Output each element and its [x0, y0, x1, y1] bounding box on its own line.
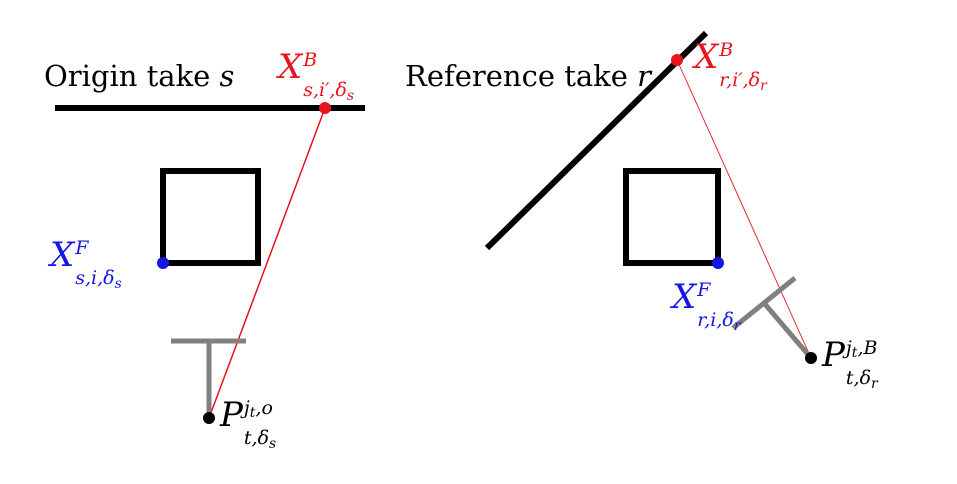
origin-xb-point: [319, 102, 331, 114]
reference-xf-subsub: r: [733, 317, 741, 334]
origin-p-sup: j: [243, 397, 250, 419]
origin-xf-point: [157, 257, 169, 269]
origin-p-subsub: s: [269, 435, 277, 452]
reference-ray: [676, 59, 812, 359]
reference-backdrop-line: [484, 30, 709, 251]
origin-ray: [208, 107, 326, 419]
reference-p-supsub: t: [851, 345, 858, 361]
reference-xf-base: X: [672, 277, 697, 317]
reference-xb-subsub: r: [760, 77, 767, 94]
origin-square: [160, 168, 261, 266]
origin-title-var: s: [219, 59, 235, 93]
reference-p-point: [805, 352, 817, 364]
reference-xb-sup: B: [719, 39, 734, 61]
origin-title: Origin take s: [44, 62, 234, 91]
origin-xf-base: X: [50, 235, 75, 275]
reference-title-text: Reference take: [405, 59, 628, 93]
origin-xb-sub: s,i′,δ: [303, 78, 347, 101]
reference-xf-sub: r,i,δ: [697, 308, 734, 331]
reference-p-subsub: r: [871, 375, 878, 392]
reference-p-base: P: [822, 335, 845, 375]
reference-camera-stem: [762, 301, 813, 360]
origin-xb-base: X: [278, 47, 303, 87]
origin-title-text: Origin take: [44, 59, 211, 93]
reference-xb-sub: r,i′,δ: [719, 68, 761, 91]
reference-square: [623, 168, 721, 266]
reference-xf-label: X F r,i,δr: [672, 280, 741, 333]
origin-p-sub: t,δ: [243, 426, 270, 449]
reference-p-suptail: ,B: [857, 337, 878, 359]
origin-xf-sub: s,i,δ: [75, 266, 115, 289]
reference-xf-sup: F: [697, 279, 711, 301]
origin-p-base: P: [220, 395, 243, 435]
origin-xb-subsub: s: [346, 87, 355, 104]
reference-xb-base: X: [694, 37, 719, 77]
reference-xb-point: [671, 54, 683, 66]
origin-xf-sup: F: [75, 237, 89, 259]
reference-p-sub: t,δ: [845, 366, 872, 389]
reference-p-label: P jt,B t,δr: [822, 338, 878, 391]
reference-xf-point: [712, 257, 724, 269]
origin-xb-label: X B s,i′,δs: [278, 50, 354, 103]
origin-p-label: P jt,o t,δs: [220, 398, 276, 451]
reference-p-sup: j: [845, 337, 852, 359]
origin-xf-subsub: s: [114, 275, 122, 292]
origin-p-supsub: t: [249, 405, 256, 421]
reference-title: Reference take r: [405, 62, 651, 91]
reference-title-var: r: [637, 59, 651, 93]
reference-xb-label: X B r,i′,δr: [694, 40, 767, 93]
origin-xf-label: X F s,i,δs: [50, 238, 122, 291]
origin-xb-sup: B: [303, 49, 318, 71]
origin-p-suptail: ,o: [255, 397, 273, 419]
origin-p-point: [203, 412, 215, 424]
